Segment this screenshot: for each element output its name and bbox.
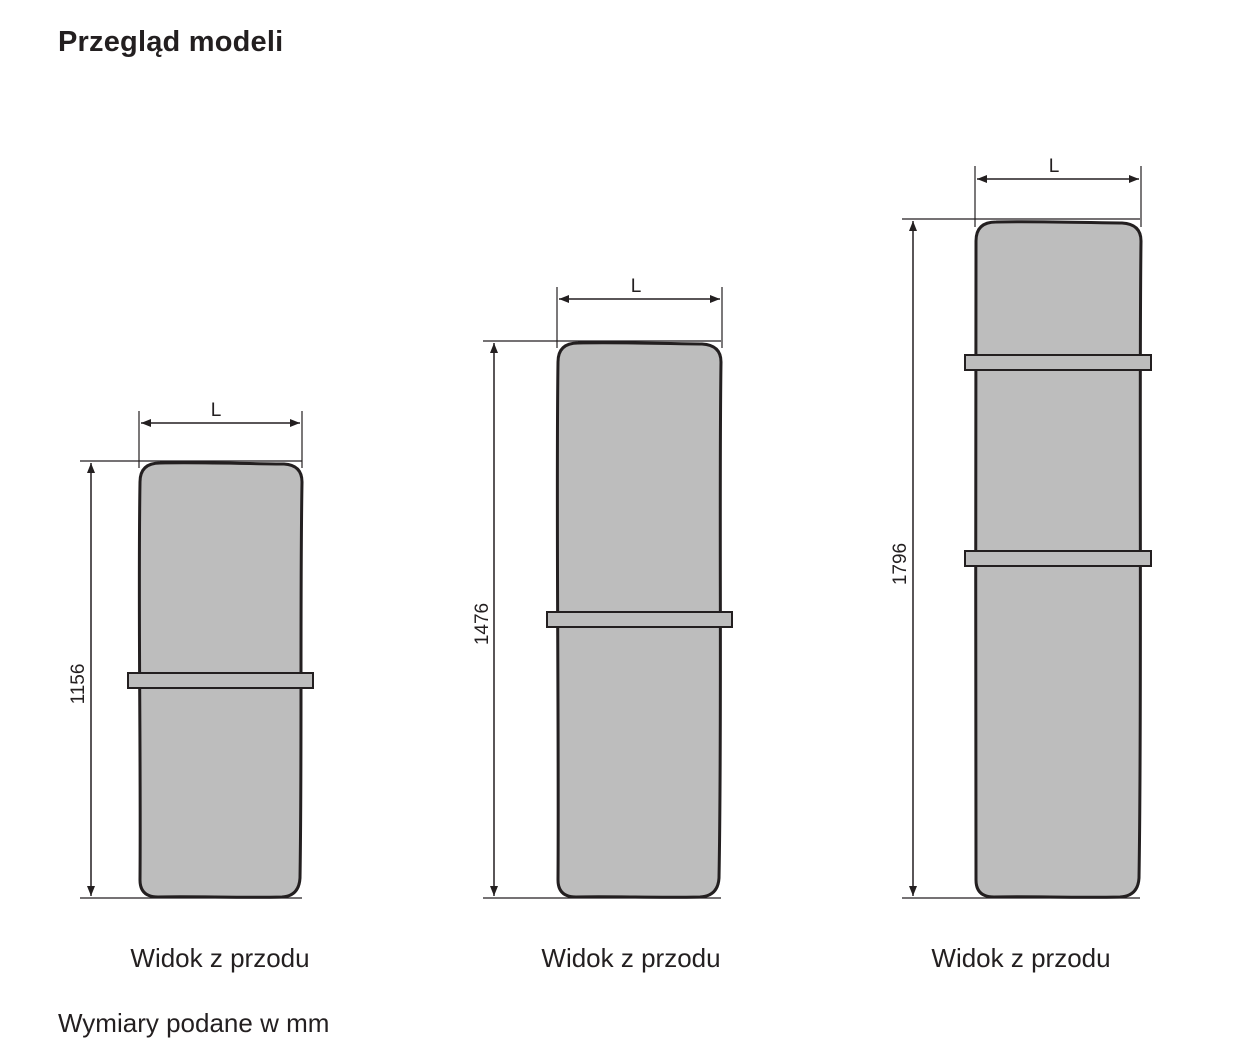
page-title: Przegląd modeli bbox=[58, 26, 284, 58]
mounting-bar bbox=[127, 672, 314, 689]
view-caption-1796: Widok z przodu bbox=[931, 943, 1111, 973]
mounting-bar bbox=[546, 611, 733, 628]
view-caption-1476: Widok z przodu bbox=[541, 943, 721, 973]
model-1156: 1156 L bbox=[68, 400, 314, 899]
model-1796: 1796 L bbox=[890, 156, 1152, 899]
mounting-bar bbox=[964, 550, 1152, 567]
width-label: L bbox=[211, 400, 222, 421]
mounting-bar bbox=[964, 354, 1152, 371]
height-label: 1796 bbox=[890, 543, 911, 585]
height-label: 1156 bbox=[68, 664, 89, 705]
model-1476: 1476 L bbox=[472, 276, 733, 899]
view-caption-1156: Widok z przodu bbox=[130, 943, 310, 973]
width-label: L bbox=[1049, 156, 1060, 177]
height-label: 1476 bbox=[472, 603, 493, 645]
units-note: Wymiary podane w mm bbox=[58, 1008, 330, 1038]
width-label: L bbox=[631, 276, 642, 297]
